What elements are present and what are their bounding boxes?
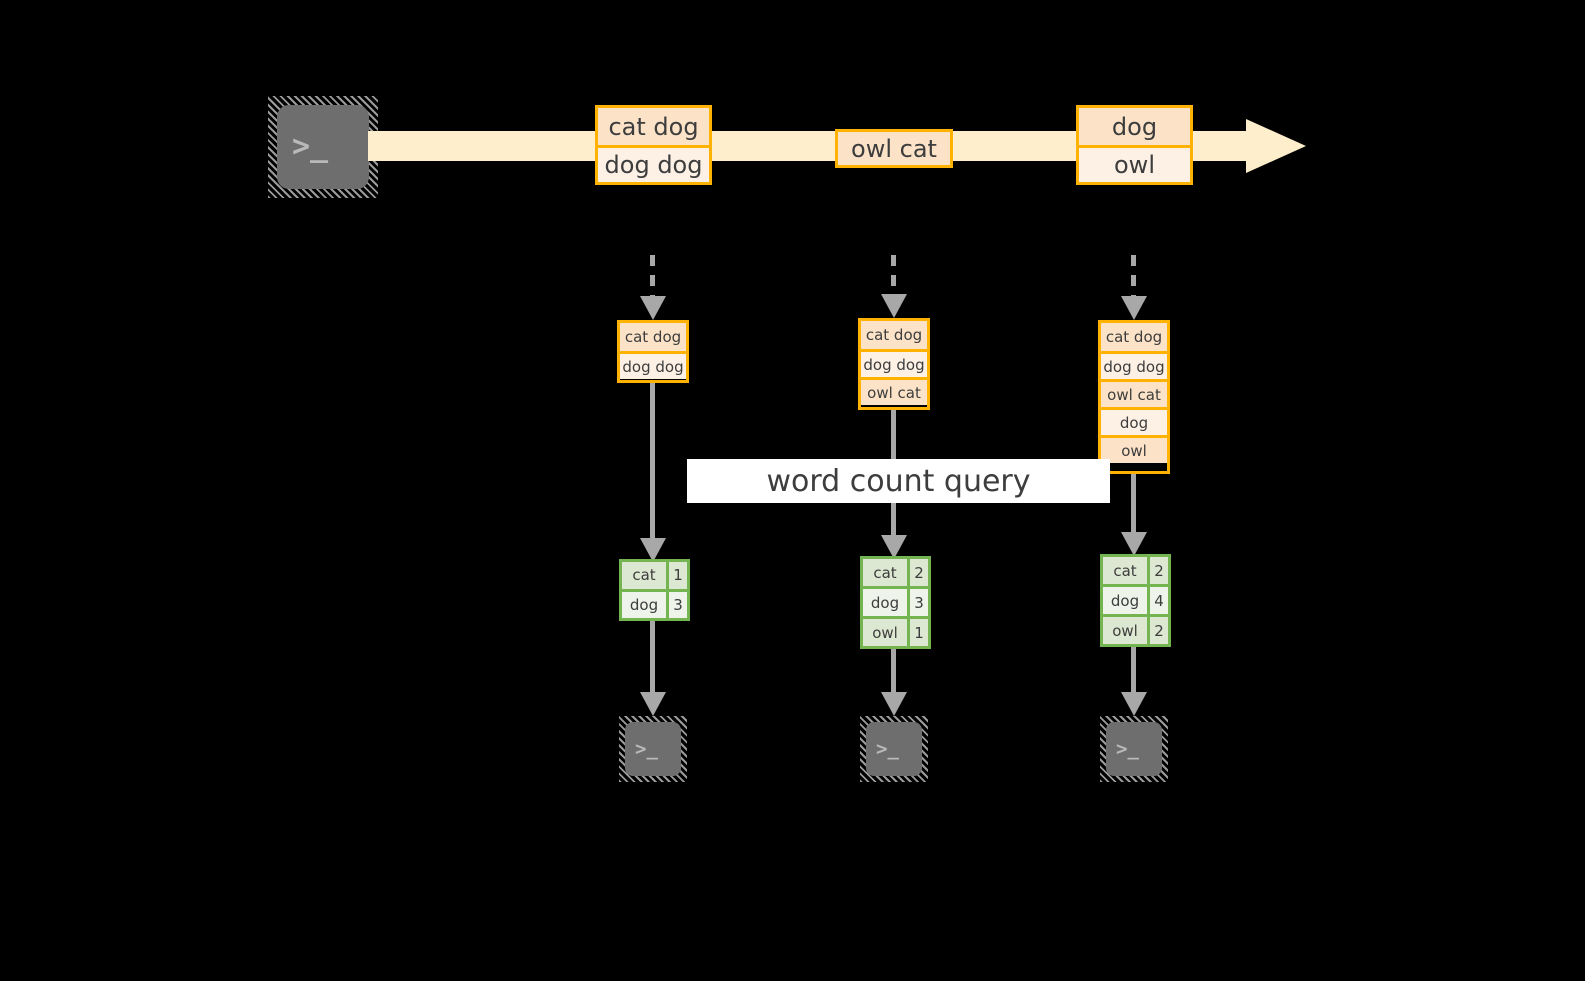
result-count: 2 [1150,557,1168,584]
snapshot-2-sink-arrowhead-icon [881,692,907,716]
accumulated-line: dog [1101,407,1167,435]
snapshot-1-feed-line [650,255,655,299]
result-word: cat [622,562,669,589]
table-row: cat 2 [863,559,928,586]
query-label: word count query [687,459,1110,503]
result-word: cat [1103,557,1150,584]
stream-event-group-3: dog owl [1076,105,1193,185]
snapshot-3-feed-line [1131,255,1136,299]
snapshot-1-result-table: cat 1 dog 3 [619,559,690,621]
table-row: cat 1 [622,562,687,589]
result-count: 3 [910,589,928,616]
accumulated-line: dog dog [1101,351,1167,379]
snapshot-3-result-table: cat 2 dog 4 owl 2 [1100,554,1171,647]
terminal-screen [1106,722,1162,776]
result-count: 4 [1150,587,1168,614]
snapshot-3-sink-arrowhead-icon [1121,692,1147,716]
accumulated-line: cat dog [620,323,686,351]
snapshot-2-feed-line [891,255,896,297]
accumulated-line: owl cat [1101,379,1167,407]
snapshot-1-sink-arrowhead-icon [640,692,666,716]
table-row: cat 2 [1103,557,1168,584]
table-row: owl 2 [1103,614,1168,644]
accumulated-line: owl cat [861,377,927,405]
snapshot-3-sink-terminal-icon: >_ [1100,716,1168,782]
accumulated-line: dog dog [620,351,686,379]
terminal-prompt-glyph: >_ [292,129,329,164]
stream-event-group-2: owl cat [835,129,953,168]
snapshot-3-query-arrowhead-icon [1121,532,1147,556]
snapshot-1-feed-arrowhead-icon [640,296,666,320]
result-count: 1 [669,562,687,589]
result-word: dog [1103,587,1150,614]
snapshot-2-sink-line [891,649,896,694]
result-count: 2 [910,559,928,586]
stream-event-line: dog [1079,108,1190,145]
result-word: cat [863,559,910,586]
snapshot-3-sink-line [1131,647,1136,694]
stream-event-line: dog dog [598,145,709,182]
snapshot-2-sink-terminal-icon: >_ [860,716,928,782]
table-row: owl 1 [863,616,928,646]
snapshot-1-accumulated-box: cat dog dog dog [617,320,689,383]
terminal-screen [277,105,369,189]
accumulated-line: owl [1101,435,1167,463]
result-word: owl [863,619,910,646]
snapshot-2-result-table: cat 2 dog 3 owl 1 [860,556,931,649]
table-row: dog 4 [1103,584,1168,614]
snapshot-2-accumulated-box: cat dog dog dog owl cat [858,318,930,410]
snapshot-1-query-line [650,383,655,548]
result-word: dog [863,589,910,616]
accumulated-line: cat dog [861,321,927,349]
snapshot-2-query-arrowhead-icon [881,535,907,559]
result-count: 1 [910,619,928,646]
stream-event-line: owl cat [838,132,950,165]
terminal-prompt-glyph: >_ [1116,738,1139,760]
snapshot-1-sink-terminal-icon: >_ [619,716,687,782]
terminal-screen [625,722,681,776]
accumulated-line: cat dog [1101,323,1167,351]
table-row: dog 3 [863,586,928,616]
snapshot-1-sink-line [650,621,655,693]
result-word: owl [1103,617,1150,644]
result-count: 3 [669,591,687,618]
source-terminal-icon: >_ [268,96,378,198]
snapshot-3-accumulated-box: cat dog dog dog owl cat dog owl [1098,320,1170,474]
result-count: 2 [1150,617,1168,644]
stream-arrowhead-icon [1246,119,1306,173]
snapshot-1-query-arrowhead-icon [640,538,666,562]
snapshot-3-query-line [1131,474,1136,542]
stream-event-line: cat dog [598,108,709,145]
result-word: dog [622,591,669,618]
accumulated-line: dog dog [861,349,927,377]
stream-event-line: owl [1079,145,1190,182]
table-row: dog 3 [622,588,687,618]
terminal-prompt-glyph: >_ [635,738,658,760]
terminal-prompt-glyph: >_ [876,738,899,760]
snapshot-2-feed-arrowhead-icon [881,294,907,318]
stream-event-group-1: cat dog dog dog [595,105,712,185]
terminal-screen [866,722,922,776]
snapshot-3-feed-arrowhead-icon [1121,296,1147,320]
